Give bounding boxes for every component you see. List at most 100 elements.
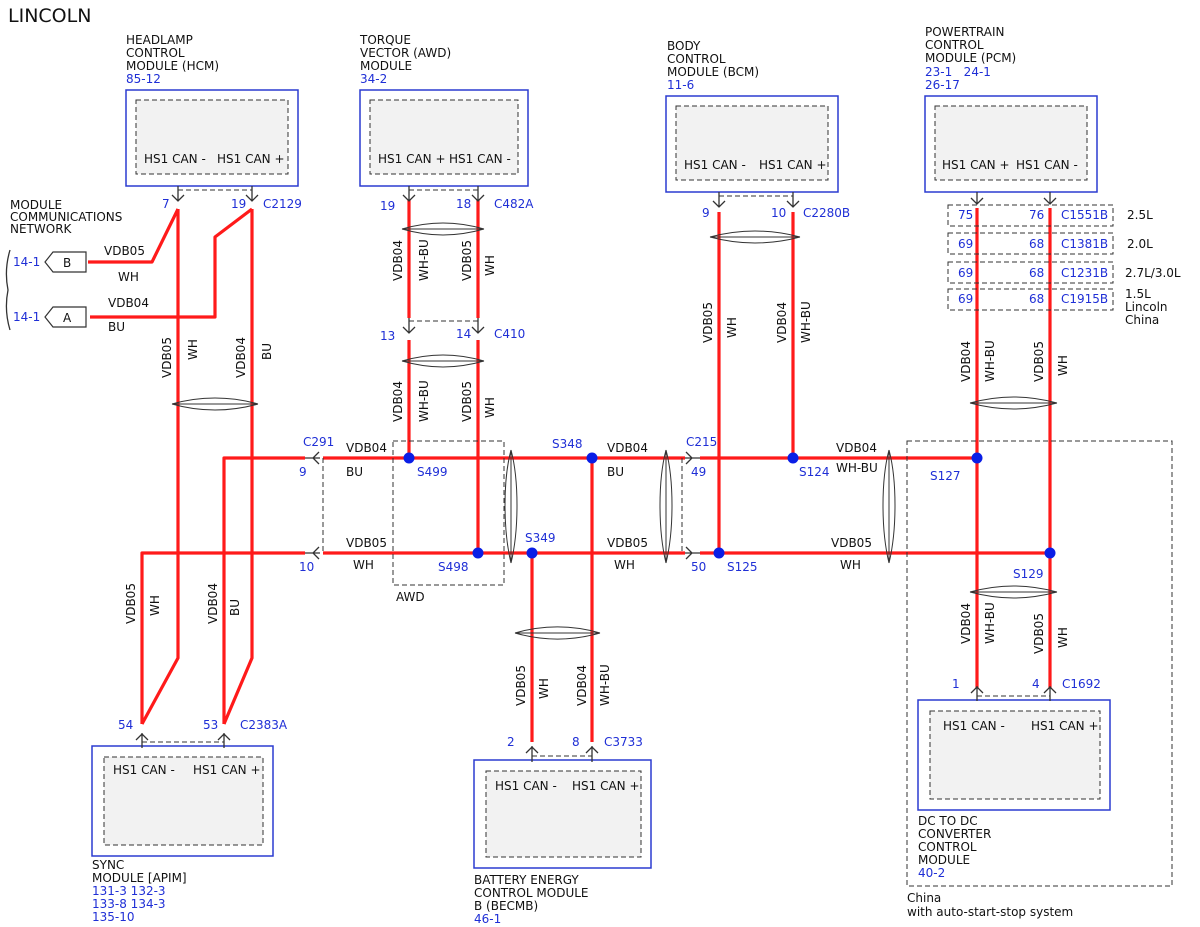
awd-name-3: MODULE xyxy=(360,59,412,73)
bus-label-whbu-3: WH-BU xyxy=(836,461,878,475)
vlabel-awd2-vdb05: VDB05 xyxy=(460,381,474,422)
pcm-ref-2: 26-17 xyxy=(925,78,960,92)
module-apim: HS1 CAN - HS1 CAN + SYNC MODULE [APIM] 1… xyxy=(91,745,274,924)
network-color-b: WH xyxy=(118,270,139,284)
vlabel-awd2-whbu: WH-BU xyxy=(417,380,431,422)
splice-label-s348: S348 xyxy=(552,437,583,451)
awd-name-1: TORQUE xyxy=(359,33,411,47)
vlabel-bcm-vdb04: VDB04 xyxy=(775,302,789,343)
bus-label-wh-3: WH xyxy=(840,558,861,572)
connector-c291: C291 9 10 xyxy=(299,435,334,574)
network-wire-b: VDB05 xyxy=(104,244,145,258)
awd-inner xyxy=(369,99,519,175)
c410-pin-14: 14 xyxy=(456,327,471,341)
c1551b-pin-b: 76 xyxy=(1029,208,1044,222)
becmb-ref: 46-1 xyxy=(474,912,501,926)
bus-label-bu-2: BU xyxy=(607,465,624,479)
c3733-pin-2: 2 xyxy=(507,735,515,749)
vlabel-awd-whbu: WH-BU xyxy=(417,239,431,281)
china-note-2: with auto-start-stop system xyxy=(907,905,1073,919)
c1692-label: C1692 xyxy=(1062,677,1101,691)
bus-label-vdb05-3: VDB05 xyxy=(831,536,872,550)
c1381b-pin-b: 68 xyxy=(1029,237,1044,251)
c2129-label: C2129 xyxy=(263,197,302,211)
bus-label-vdb05-1: VDB05 xyxy=(346,536,387,550)
vlabel-dcdc-vdb04: VDB04 xyxy=(959,603,973,644)
awd-pin-right: HS1 CAN - xyxy=(449,152,511,166)
awd-ref: 34-2 xyxy=(360,72,387,86)
splice-s498 xyxy=(472,547,484,559)
becmb-name-2: CONTROL MODULE xyxy=(474,886,589,900)
c2129-pin-7: 7 xyxy=(162,197,170,211)
splice-label-s129: S129 xyxy=(1013,567,1044,581)
c291-label: C291 xyxy=(303,435,334,449)
vlabel-hcm-wh: WH xyxy=(186,339,200,360)
vlabel-dcdc-wh: WH xyxy=(1056,627,1070,648)
network-color-a: BU xyxy=(108,320,125,334)
c482a-label: C482A xyxy=(494,197,534,211)
becmb-name-3: B (BECMB) xyxy=(474,899,538,913)
pcm-name-1: POWERTRAIN xyxy=(925,25,1005,39)
c215-label: C215 xyxy=(686,435,717,449)
hcm-name-2: CONTROL xyxy=(126,46,185,60)
vlabel-pcm-vdb04: VDB04 xyxy=(959,341,973,382)
bcm-name-3: MODULE (BCM) xyxy=(667,65,759,79)
wire-hcm-apim-vdb04 xyxy=(222,209,254,725)
c1381b-variant: 2.0L xyxy=(1127,237,1153,251)
network-tag-a-shape xyxy=(44,306,87,328)
c2280b-pin-9: 9 xyxy=(702,206,710,220)
vlabel-awd-vdb05: VDB05 xyxy=(460,240,474,281)
c1551b-variant: 2.5L xyxy=(1127,208,1153,222)
c1231b-pin-a: 69 xyxy=(958,266,973,280)
pcm-name-2: CONTROL xyxy=(925,38,984,52)
bus-label-wh-2: WH xyxy=(614,558,635,572)
c2129-pin-19: 19 xyxy=(231,197,246,211)
module-bcm: BODY CONTROL MODULE (BCM) 11-6 HS1 CAN -… xyxy=(665,39,839,193)
c2280b-pin-10: 10 xyxy=(771,206,786,220)
pcm-pin-left: HS1 CAN + xyxy=(942,158,1010,172)
c1692-pin-1: 1 xyxy=(952,677,960,691)
module-becmb: HS1 CAN - HS1 CAN + BATTERY ENERGY CONTR… xyxy=(473,759,652,926)
wire-hcm-vdb05 xyxy=(88,208,180,264)
wire-apim-bus-vdb05 xyxy=(140,551,305,724)
vlabel-apim-bu: BU xyxy=(228,599,242,616)
network-wire-a: VDB04 xyxy=(108,296,149,310)
twisted-pair-symbols xyxy=(171,222,1058,640)
dcdc-ref: 40-2 xyxy=(918,866,945,880)
page-title: LINCOLN xyxy=(8,5,91,27)
vlabel-apim-vdb04: VDB04 xyxy=(206,583,220,624)
apim-name-2: MODULE [APIM] xyxy=(92,871,187,885)
vlabel-pcm-vdb05: VDB05 xyxy=(1032,341,1046,382)
bcm-pin-right: HS1 CAN + xyxy=(759,158,827,172)
c3733-pin-8: 8 xyxy=(572,735,580,749)
c1381b-pin-a: 69 xyxy=(958,237,973,251)
apim-name-1: SYNC xyxy=(92,858,124,872)
vlabel-becmb-vdb05: VDB05 xyxy=(514,665,528,706)
module-pcm: POWERTRAIN CONTROL MODULE (PCM) 23-1 24-… xyxy=(924,25,1098,193)
connector-c3733: 2 8 C3733 xyxy=(507,735,643,762)
splice-label-s127: S127 xyxy=(930,469,961,483)
network-label-2: COMMUNICATIONS xyxy=(10,210,122,224)
network-tag-b-shape xyxy=(44,251,87,273)
vlabel-awd-wh: WH xyxy=(483,255,497,276)
hcm-inner xyxy=(135,99,289,175)
vlabel-dcdc-vdb05: VDB05 xyxy=(1032,613,1046,654)
apim-ref-2: 133-8 134-3 xyxy=(92,897,166,911)
dcdc-pin-right: HS1 CAN + xyxy=(1031,719,1099,733)
vlabel-hcm-vdb05: VDB05 xyxy=(160,337,174,378)
bus-label-bu-1: BU xyxy=(346,465,363,479)
vlabel-becmb-vdb04: VDB04 xyxy=(575,665,589,706)
splice-s349 xyxy=(526,547,538,559)
c410-pin-13: 13 xyxy=(380,329,395,343)
bus-label-wh-1: WH xyxy=(353,558,374,572)
vlabel-hcm-bu: BU xyxy=(260,343,274,360)
dcdc-name-3: CONTROL xyxy=(918,840,977,854)
bus-label-vdb04-2: VDB04 xyxy=(607,441,648,455)
c1915b-variant-3: China xyxy=(1125,313,1159,327)
network-label-3: NETWORK xyxy=(10,222,73,236)
splice-s127 xyxy=(971,452,983,464)
splice-label-s125: S125 xyxy=(727,560,758,574)
becmb-inner xyxy=(485,770,642,858)
vlabel-dcdc-whbu: WH-BU xyxy=(983,602,997,644)
